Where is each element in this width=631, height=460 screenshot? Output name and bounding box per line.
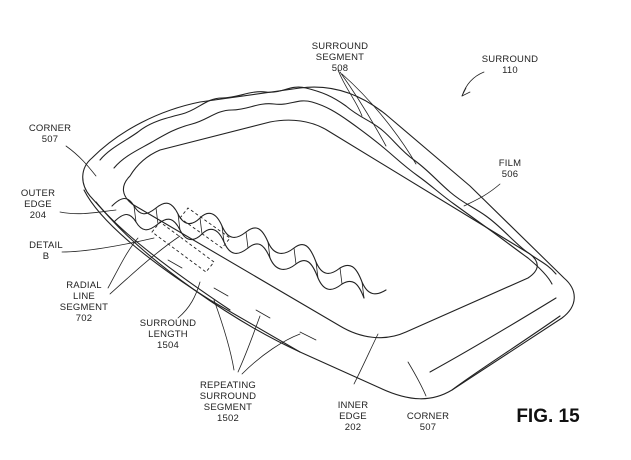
- figure-title: FIG. 15: [516, 406, 580, 427]
- detail-b-box: [151, 207, 231, 273]
- device-outline: [82, 86, 575, 400]
- leader-lines: [59, 69, 501, 397]
- repeating-surround-segments: [111, 197, 387, 341]
